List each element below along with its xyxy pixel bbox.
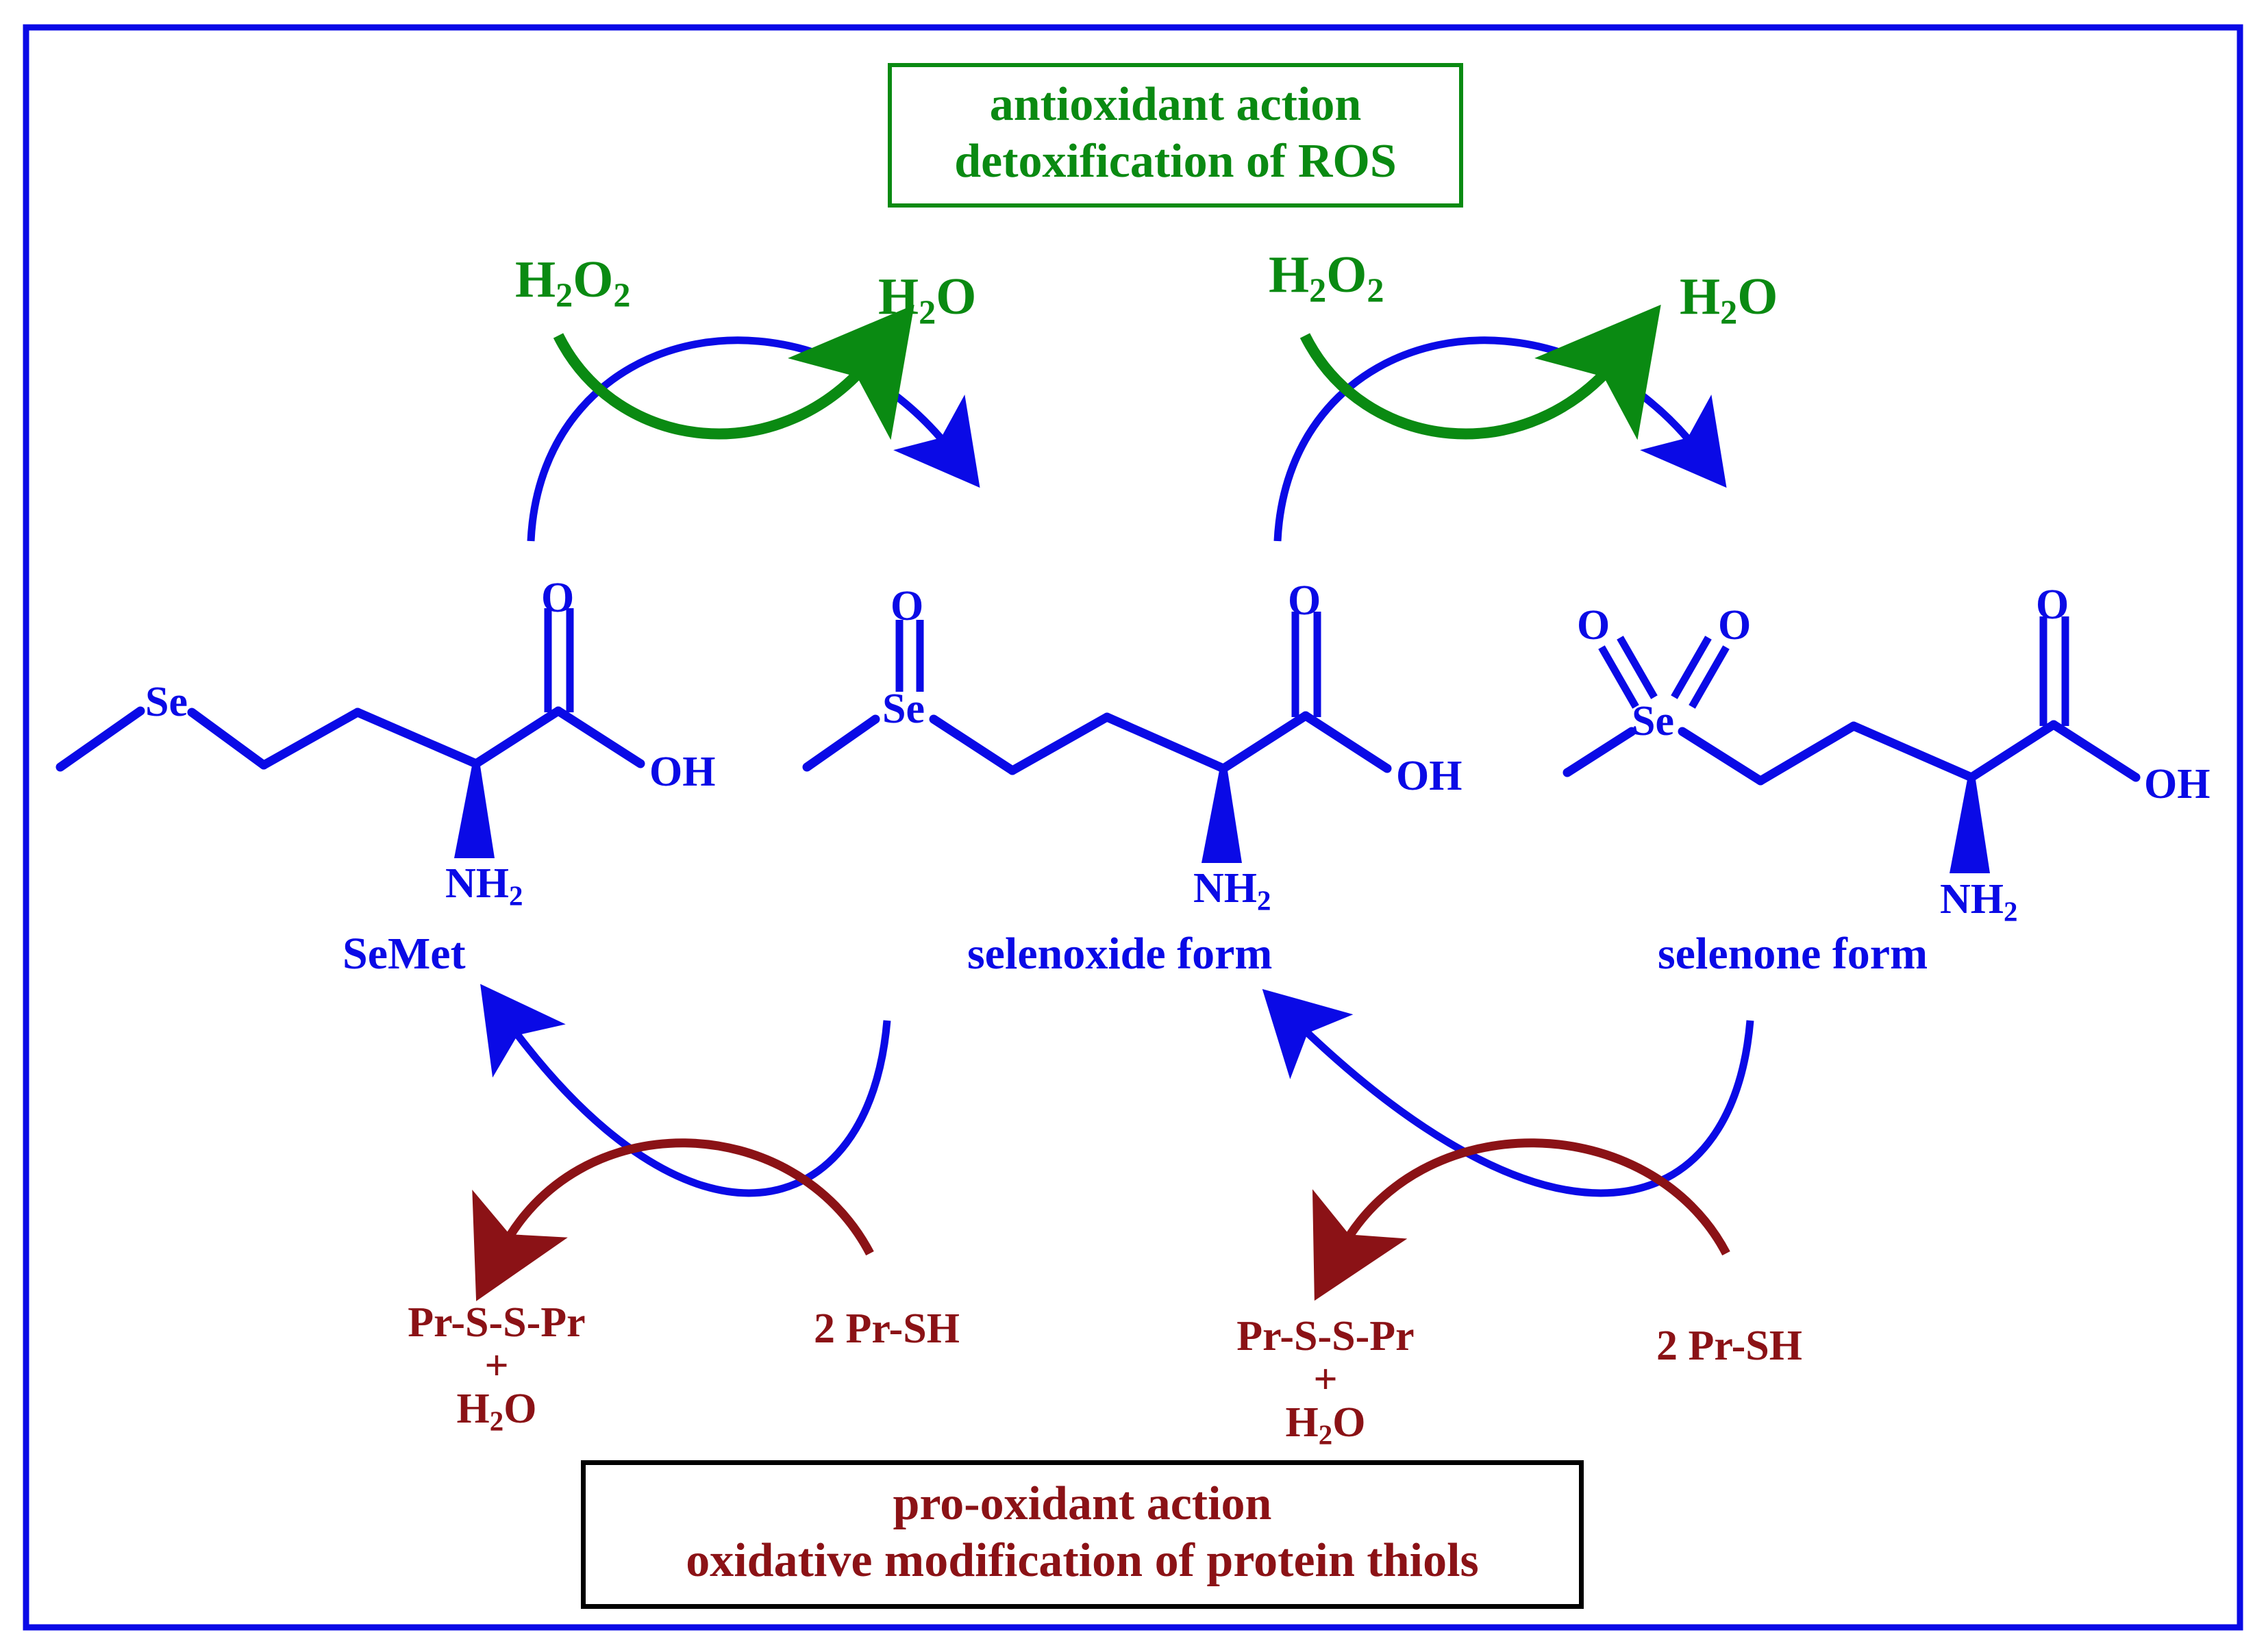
selenoxide-amine-wedge [1202, 771, 1242, 863]
oxidation-arrow-group-1 [527, 304, 980, 542]
plus-label-1: + [484, 1342, 509, 1390]
selenone-carbonyl-double-bond [2039, 616, 2069, 726]
bond-ch2-ca-3 [1849, 721, 1976, 782]
prssp-stack-2: Pr-S-S-Pr + H2O [1212, 1313, 1439, 1451]
bond-se-ch2-2 [929, 714, 1017, 775]
h2o-label-2: H2O [1680, 268, 1778, 331]
bond-ch2-ch2-3 [1756, 721, 1858, 786]
green-h2o2-to-h2o-arc-1 [553, 304, 914, 440]
bond-se-ch2 [187, 708, 269, 770]
red-prsh-to-prssp-arc-2 [1312, 1138, 1730, 1301]
antioxidant-action-subtitle: detoxification of ROS [954, 134, 1397, 188]
pro-oxidant-action-box: pro-oxidant action oxidative modificatio… [581, 1460, 1584, 1610]
outer-border [23, 24, 2243, 1631]
reduction-arrow-group-2 [1262, 988, 1754, 1301]
bond-ca-cooh-3 [1967, 720, 2058, 782]
blue-transform-arc-1 [527, 336, 980, 542]
molecule-selenoxide-skeleton [802, 711, 1392, 775]
bond-ca-cooh-2 [1219, 711, 1310, 773]
selenoxide-carbonyl-double-bond [1291, 612, 1321, 717]
bond-ch2-ch2 [259, 708, 362, 770]
semet-amine-wedge [454, 766, 495, 858]
oxidation-arrow-group-2 [1273, 304, 1727, 542]
h2o-bottom-label-1: H2O [456, 1386, 537, 1437]
selenoxide-se-o-label: O [891, 583, 924, 629]
semet-carbonyl-o-label: O [541, 575, 575, 621]
selenone-se-label: Se [1632, 698, 1674, 744]
blue-transform-arc-2 [1273, 336, 1727, 542]
selenoxide-nh2-label: NH2 [1193, 865, 1271, 916]
molecule-semet-skeleton [55, 706, 645, 772]
reduction-arrow-group-1 [472, 984, 891, 1301]
h2o2-label-2: H2O2 [1269, 246, 1384, 310]
bond-ch2-ca [353, 708, 481, 768]
blue-reduce-arc-2 [1262, 988, 1754, 1197]
selenoxide-name-label: selenoxide form [967, 929, 1273, 979]
green-h2o2-to-h2o-arc-2 [1299, 304, 1661, 440]
bond-ch2-ch2-2 [1008, 712, 1112, 775]
selenone-carbonyl-o-label: O [2036, 581, 2069, 628]
prssp-label-2: Pr-S-S-Pr [1236, 1313, 1415, 1360]
semet-se-label: Se [145, 679, 188, 725]
bond-cooh-oh-3 [2049, 720, 2141, 782]
semet-nh2-label: NH2 [445, 860, 523, 912]
selenone-amine-wedge [1950, 779, 1990, 873]
selenone-nh2-label: NH2 [1940, 876, 2018, 927]
bond-methyl-se-2 [802, 714, 880, 772]
plus-label-2: + [1313, 1356, 1338, 1403]
selenone-oh-label: OH [2144, 761, 2211, 808]
pro-oxidant-action-title: pro-oxidant action [893, 1477, 1272, 1530]
semet-oh-label: OH [649, 749, 716, 795]
semet-carbonyl-double-bond [544, 608, 574, 712]
bond-cooh-oh [553, 706, 645, 768]
selenone-name-label: selenone form [1658, 929, 1928, 979]
blue-reduce-arc-1 [480, 984, 891, 1197]
prssp-label-1: Pr-S-S-Pr [408, 1299, 586, 1346]
bond-ch2-ca-2 [1102, 712, 1228, 773]
antioxidant-action-title: antioxidant action [989, 78, 1362, 131]
selenone-se-o-label-left: O [1577, 602, 1610, 649]
h2o-bottom-label-2: H2O [1285, 1399, 1366, 1451]
selenone-se-o-double-bond-left [1598, 636, 1658, 709]
prssp-stack-1: Pr-S-S-Pr + H2O [384, 1301, 610, 1436]
h2o2-label-1: H2O2 [515, 251, 631, 314]
prsh-label-2: 2 Pr-SH [1656, 1323, 1802, 1369]
selenone-se-o-double-bond-right [1671, 636, 1730, 709]
bond-ca-cooh [471, 706, 563, 768]
h2o-label-1: H2O [878, 268, 977, 331]
semet-name-label: SeMet [343, 929, 466, 979]
molecule-selenone-skeleton [1562, 720, 2141, 786]
selenoxide-se-label: Se [882, 686, 925, 732]
selenoxide-oh-label: OH [1396, 753, 1462, 799]
pro-oxidant-action-subtitle: oxidative modification of protein thiols [686, 1534, 1479, 1587]
red-prsh-to-prssp-arc-1 [472, 1138, 874, 1301]
prsh-label-1: 2 Pr-SH [814, 1305, 960, 1352]
bond-cooh-oh-2 [1301, 711, 1392, 773]
antioxidant-action-box: antioxidant action detoxification of ROS [888, 63, 1463, 208]
bond-se-ch2-3 [1678, 727, 1765, 786]
selenone-se-o-label-right: O [1718, 602, 1752, 649]
bond-methyl-se [55, 706, 145, 772]
selenoxide-se-o-double-bond [895, 620, 924, 692]
selenoxide-carbonyl-o-label: O [1288, 577, 1321, 624]
bond-methyl-se-3 [1562, 727, 1636, 777]
